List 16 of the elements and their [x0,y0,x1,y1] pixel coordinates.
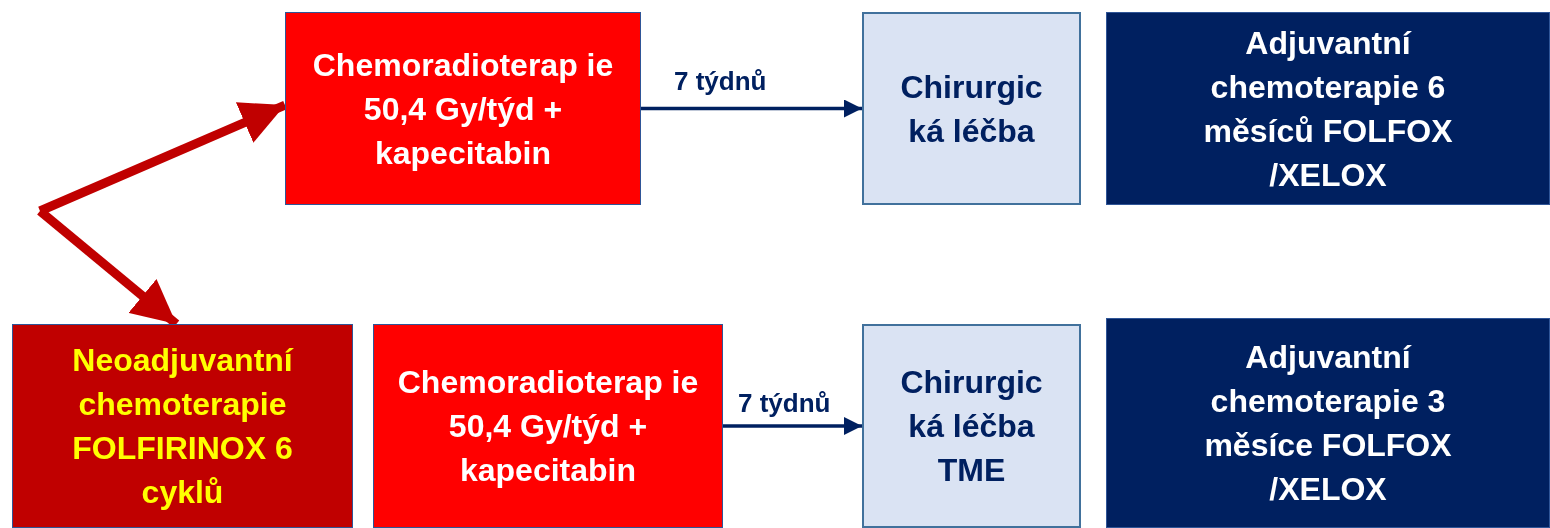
box-text: Chemoradioterap ie 50,4 Gy/týd + kapecitabin [396,363,700,490]
process-box [1106,12,1550,205]
box-text: Adjuvantní chemoterapie 6 měsíců FOLFOX /XELOX [1202,23,1454,195]
process-box [285,12,641,205]
process-box [862,324,1081,528]
arrow [641,99,862,118]
box-text: Chemoradioterap ie 50,4 Gy/týd + kapecitabin [311,45,615,173]
process-box [12,324,353,528]
box-text: Adjuvantní chemoterapie 3 měsíce FOLFOX /XELOX [1203,338,1453,509]
arrow [723,417,862,435]
box-text: Chirurgic ká léčba TME [899,363,1044,490]
process-box [862,12,1081,205]
box-text: Neoadjuvantní chemoterapie FOLFIRINOX 6 cyklů [71,341,295,512]
process-box [1106,318,1550,528]
process-box [373,324,723,528]
box-text: Chirurgic ká léčba [899,67,1044,151]
